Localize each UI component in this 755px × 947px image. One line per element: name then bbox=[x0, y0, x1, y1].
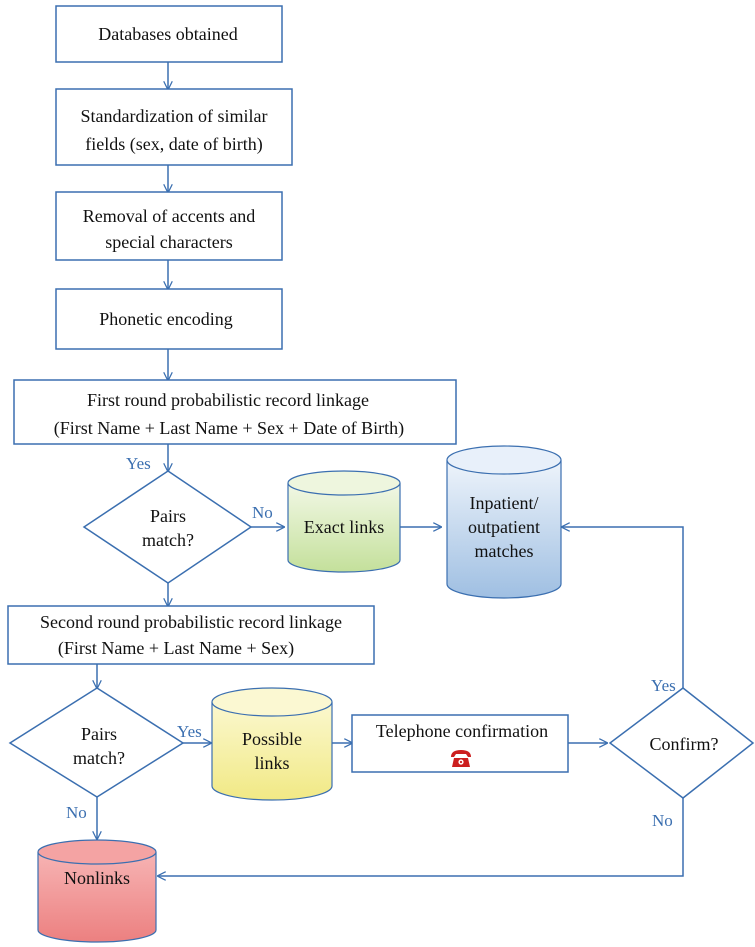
connectors bbox=[97, 62, 684, 876]
possible-links-label-line1: Possible bbox=[242, 729, 302, 749]
second-round-label-line1: Second round probabilistic record linkag… bbox=[40, 612, 342, 632]
matches-label-line2: outpatient bbox=[468, 517, 540, 537]
confirm-no-label: No bbox=[652, 811, 673, 830]
matches-label-line1: Inpatient/ bbox=[470, 493, 539, 513]
decision-pairs-match-1: Pairs match? bbox=[82, 470, 253, 584]
exact-links-label: Exact links bbox=[304, 517, 384, 537]
phonetic-label: Phonetic encoding bbox=[99, 309, 232, 329]
pairs-match-2-no-label: No bbox=[66, 803, 87, 822]
datastore-matches: Inpatient/ outpatient matches bbox=[446, 445, 562, 599]
datastore-exact-links: Exact links bbox=[287, 470, 401, 573]
process-removal: Removal of accents and special character… bbox=[55, 191, 283, 261]
pairs-match-2-label-line1: Pairs bbox=[81, 724, 117, 744]
telephone-label: Telephone confirmation bbox=[376, 721, 548, 741]
confirm-label: Confirm? bbox=[650, 734, 719, 754]
first-round-label-line1: First round probabilistic record linkage bbox=[87, 390, 369, 410]
pairs-match-1-label-line2: match? bbox=[142, 530, 194, 550]
first-round-label-line2: (First Name + Last Name + Sex + Date of … bbox=[54, 418, 404, 439]
arrow-confirm-no-to-nonlinks bbox=[158, 798, 684, 876]
nonlinks-label: Nonlinks bbox=[64, 868, 130, 888]
telephone-icon bbox=[451, 750, 471, 767]
process-second-round-linkage: Second round probabilistic record linkag… bbox=[7, 605, 375, 665]
removal-label-line1: Removal of accents and bbox=[83, 206, 255, 226]
process-telephone-confirmation: Telephone confirmation bbox=[351, 714, 569, 773]
process-databases-obtained: Databases obtained bbox=[55, 5, 283, 63]
process-phonetic-encoding: Phonetic encoding bbox=[55, 288, 283, 350]
removal-label-line2: special characters bbox=[105, 232, 232, 252]
possible-links-label-line2: links bbox=[254, 753, 289, 773]
standardization-label-line2: fields (sex, date of birth) bbox=[85, 134, 262, 155]
process-first-round-linkage: First round probabilistic record linkage… bbox=[13, 379, 457, 445]
datastore-possible-links: Possible links bbox=[211, 687, 333, 801]
pairs-match-2-label-line2: match? bbox=[73, 748, 125, 768]
datastore-nonlinks: Nonlinks bbox=[37, 839, 157, 943]
second-round-label-line2: (First Name + Last Name + Sex) bbox=[58, 638, 294, 659]
matches-label-line3: matches bbox=[475, 541, 534, 561]
decision-pairs-match-2: Pairs match? bbox=[8, 687, 185, 798]
confirm-yes-label: Yes bbox=[651, 676, 676, 695]
decision-confirm: Confirm? bbox=[608, 687, 755, 799]
pairs-match-1-label-line1: Pairs bbox=[150, 506, 186, 526]
pairs-match-1-no-label: No bbox=[252, 503, 273, 522]
first-round-yes-label: Yes bbox=[126, 454, 151, 473]
arrow-confirm-yes-to-matches bbox=[562, 527, 684, 688]
standardization-label-line1: Standardization of similar bbox=[81, 106, 268, 126]
process-standardization: Standardization of similar fields (sex, … bbox=[55, 88, 293, 166]
databases-obtained-label: Databases obtained bbox=[98, 24, 237, 44]
pairs-match-2-yes-label: Yes bbox=[177, 722, 202, 741]
